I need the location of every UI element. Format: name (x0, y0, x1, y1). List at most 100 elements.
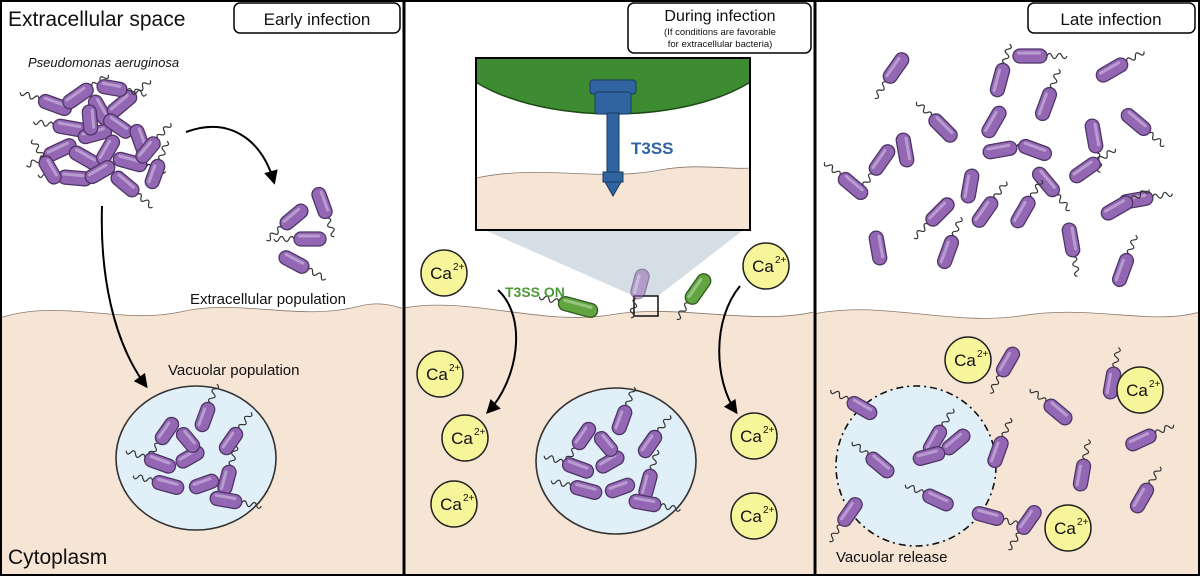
zoom-cone (480, 228, 746, 296)
bacterium (135, 122, 172, 164)
panel-1-title: Early infection (264, 10, 371, 29)
zoom-inset-cytoplasm (476, 166, 750, 230)
bacterium (175, 426, 201, 454)
bacterium (132, 474, 185, 495)
bacterium (1095, 51, 1145, 83)
bacterium (311, 186, 335, 238)
bacterium (860, 144, 896, 192)
bacterium (823, 162, 869, 201)
bacterium (629, 268, 650, 319)
extracellular-space-label: Extracellular space (8, 8, 185, 31)
bacterium (1008, 504, 1042, 551)
calcium-ion-label: Ca (954, 351, 976, 370)
bacterium (218, 412, 253, 456)
calcium-ion-label: Ca (1054, 519, 1076, 538)
bacterium (915, 101, 958, 143)
calcium-ion-charge: 2+ (463, 493, 475, 504)
bacterium (37, 169, 93, 187)
bacterium (604, 477, 636, 499)
panel-2-subtitle-line2: for extracellular bacteria) (668, 39, 773, 50)
bacterium (989, 346, 1021, 394)
calcium-ion-charge: 2+ (1149, 379, 1161, 390)
active-bacterium (538, 295, 599, 319)
bacterium (217, 445, 239, 496)
bacterium (144, 140, 170, 190)
bacterium (1120, 107, 1165, 148)
t3ss-on-label: T3SS ON (505, 284, 565, 300)
calcium-ion-label: Ca (430, 264, 452, 283)
calcium-ion-label: Ca (451, 429, 473, 448)
bacterium (829, 496, 863, 543)
bacterium (1111, 234, 1138, 288)
bacterium (1069, 148, 1117, 184)
bacterium (971, 506, 1024, 528)
calcium-ion-charge: 2+ (474, 427, 486, 438)
bacterium (106, 80, 152, 119)
zoom-inset (476, 58, 750, 230)
bacterium (1012, 48, 1068, 64)
arrow-t3ss-left (486, 289, 518, 415)
bacterium (266, 203, 309, 242)
calcium-ion-charge: 2+ (449, 363, 461, 374)
calcium-ion-label: Ca (440, 495, 462, 514)
bacterium (874, 52, 910, 100)
bacterium (1034, 68, 1061, 122)
bacterium (1061, 222, 1081, 278)
bacterium (595, 450, 625, 474)
calcium-ion-label: Ca (1126, 381, 1148, 400)
bacterium (278, 250, 327, 281)
bacterium (989, 43, 1012, 98)
bacterium (611, 386, 637, 436)
bacterium (81, 104, 99, 136)
bacterium (194, 383, 220, 433)
bacterium (1010, 179, 1044, 229)
bacterium (84, 159, 116, 185)
arrow-t3ss-right (718, 285, 741, 415)
bacterium (851, 441, 895, 479)
bacterium (593, 430, 619, 458)
bacterium (62, 74, 110, 110)
title-box-during (627, 2, 812, 54)
calcium-ion-charge: 2+ (775, 255, 787, 266)
title-box-late (1027, 2, 1196, 34)
bacterium (30, 139, 62, 185)
species-label: Pseudomonas aeruginosa (28, 55, 179, 70)
bacterium (936, 216, 963, 270)
bacterium (563, 421, 597, 466)
bacterium (1100, 189, 1150, 221)
cytoplasm-label: Cytoplasm (8, 546, 107, 569)
bacterium (1031, 166, 1070, 212)
bacterium (913, 197, 955, 240)
bacterium (895, 132, 915, 168)
calcium-ion-label: Ca (740, 507, 762, 526)
bacterium (971, 181, 1008, 228)
bacterium (543, 455, 595, 479)
bacteria-layer (19, 43, 1175, 551)
calcium-ion-charge: 2+ (763, 425, 775, 436)
calcium-ion-charge: 2+ (1077, 517, 1089, 528)
panel-3-title: Late infection (1060, 10, 1161, 29)
active-bacterium (676, 273, 712, 321)
bacterium (1125, 424, 1175, 452)
bacterium (981, 105, 1007, 139)
bacterium (637, 415, 672, 459)
bacterium (628, 493, 681, 513)
calcium-ion-charge: 2+ (453, 262, 465, 273)
bacterium (1029, 388, 1073, 426)
bacterium (273, 231, 327, 247)
vacuolar-release-label: Vacuolar release (836, 549, 947, 566)
arrow-to-extracellular (185, 126, 278, 185)
arrow-to-vacuolar (100, 205, 148, 389)
extracellular-population-label: Extracellular population (190, 291, 346, 308)
